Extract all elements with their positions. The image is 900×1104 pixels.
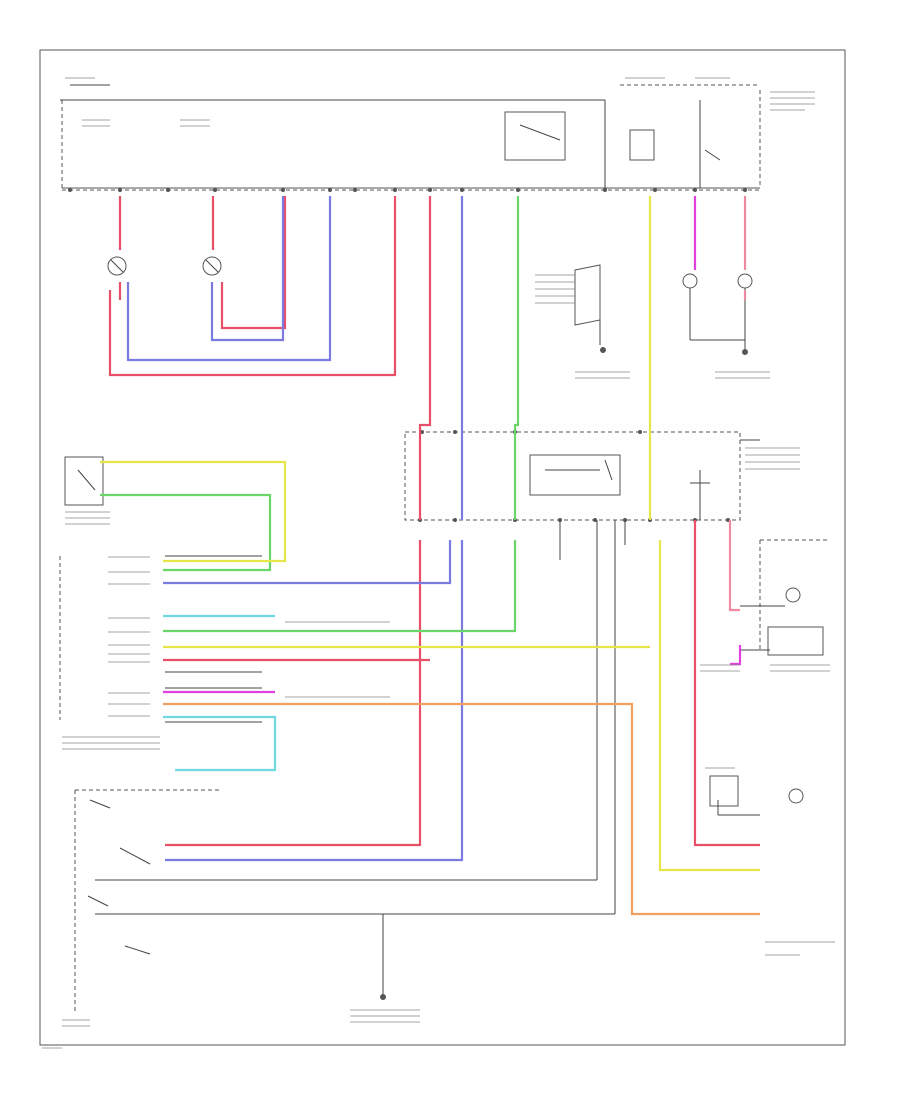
- wire-orange: [163, 702, 760, 916]
- dimmer-switch: [709, 775, 804, 816]
- wire-pink-right: [728, 196, 747, 612]
- body-control-module: [404, 430, 741, 522]
- instrument-cluster: [740, 539, 830, 656]
- fuse-top-1: [629, 129, 655, 161]
- relay-top-1: [504, 111, 566, 161]
- right-headlamp: [202, 256, 222, 276]
- light-sensor-module: [574, 264, 606, 353]
- fuse-block-top: [60, 84, 761, 192]
- ground-g100: [380, 914, 386, 1000]
- diagram-border: [39, 49, 846, 1046]
- ambient-light-sensor: [64, 456, 104, 506]
- bcm-relay: [529, 454, 621, 496]
- left-tail-lamp: [682, 273, 698, 289]
- wire-yellow: [100, 196, 760, 872]
- wire-magenta: [163, 196, 742, 694]
- bcm-leads: [559, 439, 760, 560]
- ground-point-2: [742, 349, 748, 355]
- wire-blue: [126, 196, 464, 862]
- illegible-labels: [42, 77, 835, 1049]
- wire-cyan: [163, 614, 277, 772]
- wire-red: [108, 196, 760, 847]
- left-headlamp: [107, 256, 127, 276]
- headlamp-switch: [74, 520, 616, 1012]
- wire-green: [100, 196, 520, 633]
- right-tail-lamp: [737, 273, 753, 289]
- bulkhead-connector: [59, 555, 262, 723]
